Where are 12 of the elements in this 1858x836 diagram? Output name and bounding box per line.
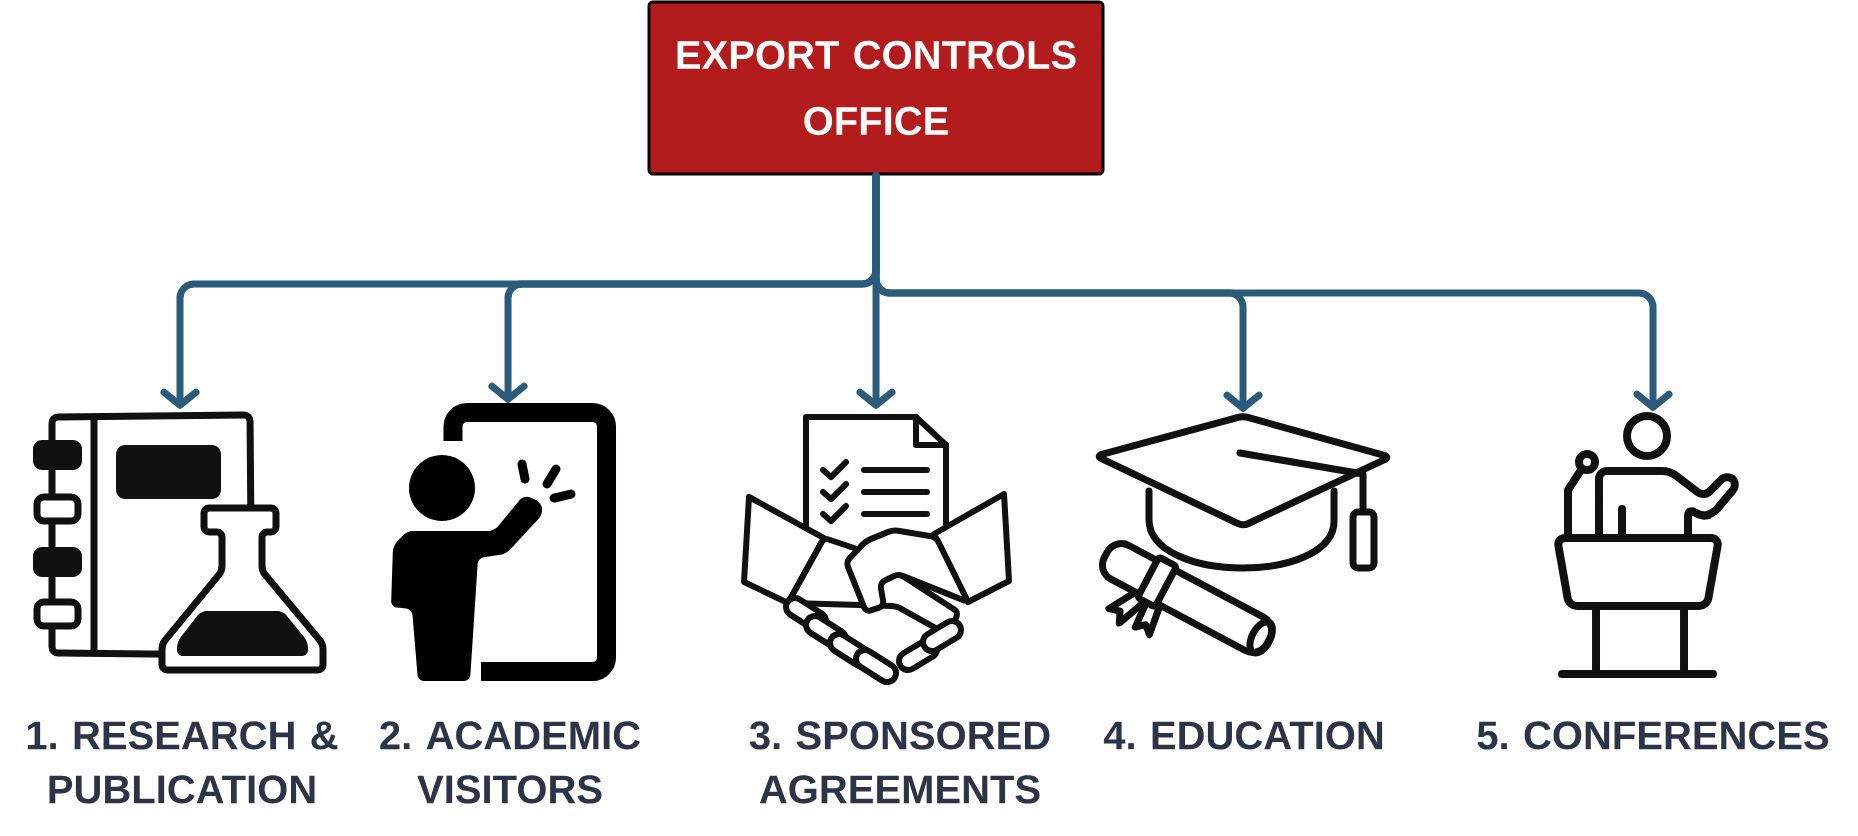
category-label: 4. EDUCATION [1103, 721, 1383, 750]
handshake-document-icon [741, 414, 1012, 685]
notebook-flask-icon [33, 411, 327, 674]
category-label: 1. RESEARCH & PUBLICATION [27, 721, 338, 804]
category-label: 2. ACADEMIC VISITORS [380, 721, 640, 804]
arrow [872, 172, 1673, 411]
category-label: 5. CONFERENCES [1477, 721, 1829, 750]
category-label: 3. SPONSORED AGREEMENTS [749, 721, 1050, 804]
speaker-podium-icon [1554, 412, 1739, 678]
teacher-board-icon [391, 403, 616, 681]
graduation-cap-icon [1095, 413, 1391, 657]
header-box: EXPORT CONTROLS OFFICE [647, 0, 1105, 176]
